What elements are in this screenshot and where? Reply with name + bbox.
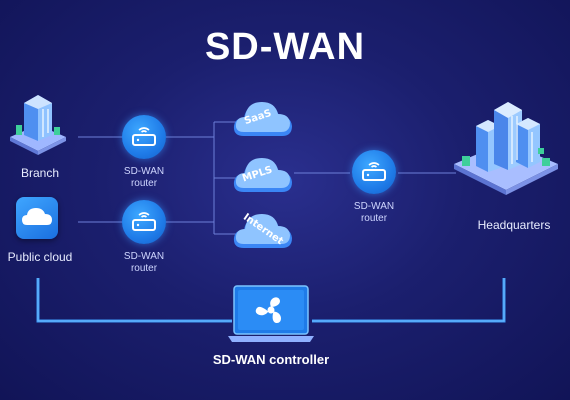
mpls-cloud-icon: MPLS [230,152,296,198]
internet-cloud-icon: Internet [230,208,296,254]
branch-router-label: SD-WAN router [123,166,165,189]
headquarters-label: Headquarters [477,218,551,232]
headquarters-building-icon [450,86,562,198]
public-cloud-icon [16,197,58,239]
branch-router-icon [122,115,166,159]
branch-building-icon [6,85,70,157]
controller-laptop-icon [228,284,314,344]
cloud-router-label: SD-WAN router [123,251,165,274]
hq-router-label: SD-WAN router [353,201,395,224]
controller-label: SD-WAN controller [212,352,330,367]
hq-router-icon [352,150,396,194]
public-cloud-label: Public cloud [7,250,73,264]
cloud-router-icon [122,200,166,244]
saas-cloud-icon: SaaS [230,96,296,142]
page-title: SD-WAN [204,26,366,68]
branch-label: Branch [20,166,60,180]
